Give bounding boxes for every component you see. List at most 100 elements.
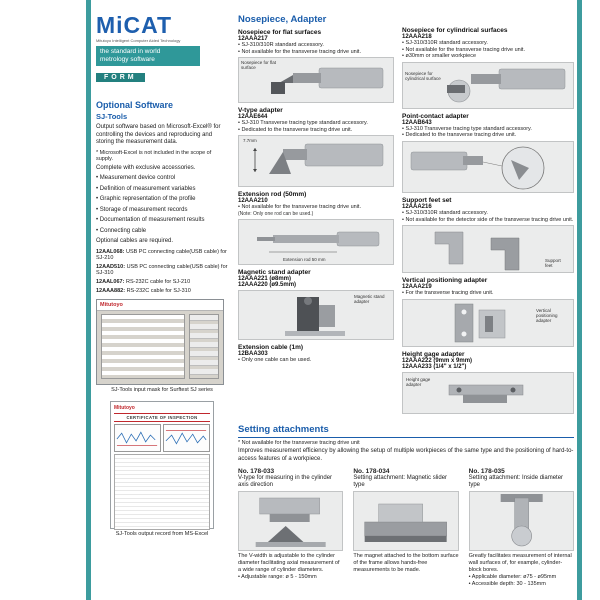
- photo-annotation: Vertical positioning adapter: [536, 307, 558, 324]
- product-item-nosepiece-cylindrical: Nosepiece for cylindrical surfaces 12AAA…: [402, 27, 574, 109]
- feature-item: • Connecting cable: [96, 227, 147, 234]
- cables-note: Optional cables are required.: [96, 238, 174, 245]
- sj-tools-section: Optional Software SJ-Tools Output softwa…: [96, 100, 228, 537]
- product-code: 12AAA220 (ø9.5mm): [238, 281, 297, 288]
- micat-brand-block: MiCAT Mitutoyo Intelligent Computer Aide…: [96, 14, 230, 84]
- setting-title: Setting attachment: Inside diameter type: [468, 475, 564, 489]
- product-bullet: • Dedicated to the transverse tracing dr…: [402, 132, 517, 139]
- profile-charts: [114, 424, 210, 453]
- setting-attachments-intro: Improves measurement efficiency by allow…: [238, 448, 574, 462]
- sj-tools-heading: SJ-Tools: [96, 112, 128, 121]
- product-code: 12AAA219: [402, 284, 432, 291]
- product-item-extension-rod: Extension rod (50mm) 12AAA210 • Not avai…: [238, 191, 394, 265]
- product-item-vertical-positioning-adapter: Vertical positioning adapter 12AAA219 • …: [402, 277, 574, 347]
- certificate-title: CERTIFICATE OF INSPECTION: [114, 413, 210, 423]
- photo-annotation: Magnetic stand adapter: [354, 293, 385, 305]
- cable-item: 12AAL068: USB PC connecting cable(USB ca…: [96, 249, 228, 262]
- sj-tools-intro: Output software based on Microsoft-Excel…: [96, 124, 221, 145]
- form-badge: FORM: [96, 73, 145, 83]
- input-mask-caption: SJ-Tools input mask for Surftest SJ seri…: [111, 387, 213, 394]
- model-number: No. 178-033: [238, 468, 275, 475]
- product-bullet: • SJ-310/310R standard accessory.: [402, 209, 488, 216]
- support-feet-photo: Support feet: [402, 225, 574, 274]
- setting-description: The magnet attached to the bottom surfac…: [353, 553, 459, 574]
- adapter-column-2: Nosepiece for cylindrical surfaces 12AAA…: [402, 14, 574, 418]
- height-gage-adapter-photo: Height gage adapter: [402, 371, 574, 414]
- photo-annotation: Support feet: [545, 257, 561, 268]
- nosepiece-cylindrical-photo: Nosepiece for cylindrical surface: [402, 61, 574, 109]
- product-bullet: • SJ-310 Transverse tracing type standar…: [402, 125, 532, 132]
- product-code: 12AAA217: [238, 36, 268, 42]
- setting-attachments-heading: Setting attachments: [238, 424, 574, 438]
- product-item-support-feet-set: Support feet set 12AAA216 • SJ-310/310R …: [402, 197, 574, 274]
- cable-code: 12AAL067:: [96, 279, 125, 286]
- tagline-line2: metrology software: [100, 56, 155, 64]
- page-edge-strip-left: [86, 0, 91, 600]
- product-title: Magnetic stand adapter: [238, 268, 311, 276]
- output-record-caption: SJ-Tools output record from MS-Excel: [115, 531, 209, 538]
- profile-chart: [114, 424, 161, 453]
- point-contact-adapter-photo: [402, 140, 574, 193]
- setting-item-178-034: No. 178-034 Setting attachment: Magnetic…: [353, 468, 459, 587]
- product-item-v-type-adapter: V-type adapter 12AAE644 • SJ-310 Transve…: [238, 107, 394, 188]
- micat-logo: MiCAT: [96, 12, 173, 38]
- product-note: (Note: Only one rod can be used.): [238, 210, 314, 217]
- cable-text: USB PC connecting cable(USB cable) for S…: [96, 263, 228, 277]
- photo-annotation: 7.7mm: [243, 138, 257, 144]
- optional-software-heading: Optional Software: [96, 100, 174, 110]
- product-bullet: • For the transverse tracing drive unit.: [402, 290, 494, 297]
- input-mask-fields: [101, 314, 185, 380]
- product-bullet: • SJ-310 Transverse tracing type standar…: [238, 120, 368, 127]
- setting-attachments-note: * Not available for the transverse traci…: [238, 440, 360, 446]
- cable-text: USB PC connecting cable(USB cable) for S…: [96, 248, 227, 262]
- mitutoyo-wordmark: Mitutoyo: [114, 405, 135, 412]
- cable-item: 12AAA882: RS-232C cable for SJ-310: [96, 288, 228, 295]
- sj-tools-input-mask-screenshot: Mitutoyo: [96, 299, 224, 386]
- setting-bullet: • Applicable diameter: ø75 - ø95mm: [468, 574, 557, 580]
- magnetic-slider-attachment-photo: [353, 491, 459, 552]
- product-item-extension-cable: Extension cable (1m) 12BAA303 • Only one…: [238, 344, 394, 364]
- feature-list: • Measurement device control • Definitio…: [96, 175, 228, 235]
- product-bullet: • Not available for the transverse traci…: [402, 46, 525, 53]
- photo-annotation: Nosepiece for cylindrical surface: [405, 70, 441, 81]
- feature-item: • Measurement device control: [96, 175, 176, 182]
- product-title: Height gage adapter: [402, 350, 465, 358]
- product-title: Extension rod (50mm): [238, 191, 307, 199]
- cable-item: 12AAD510: USB PC connecting cable(USB ca…: [96, 264, 228, 277]
- setting-bullet: • Accessible depth: 30 - 135mm: [468, 580, 546, 587]
- setting-attachments-section: Setting attachments * Not available for …: [238, 424, 574, 587]
- product-item-point-contact-adapter: Point-contact adapter 12AAB643 • SJ-310 …: [402, 113, 574, 193]
- sj-tools-output-record-screenshot: Mitutoyo CERTIFICATE OF INSPECTION: [110, 401, 214, 531]
- micat-logo-subtext: Mitutoyo Intelligent Computer Aided Tech…: [96, 38, 181, 43]
- product-bullet: • Dedicated to the transverse tracing dr…: [238, 126, 353, 133]
- photo-annotation: Extension rod 50 mm: [283, 256, 326, 262]
- product-bullet: • Not available for the transverse traci…: [238, 204, 361, 211]
- setting-item-178-035: No. 178-035 Setting attachment: Inside d…: [468, 468, 574, 587]
- setting-title: V-type for measuring in the cylinder axi…: [238, 475, 333, 489]
- product-bullet: • Not available for the transverse traci…: [238, 48, 361, 55]
- extension-rod-photo: Extension rod 50 mm: [238, 218, 394, 265]
- setting-attachments-grid: No. 178-033 V-type for measuring in the …: [238, 468, 574, 587]
- cable-text: RS-232C cable for SJ-310: [125, 287, 191, 294]
- setting-description: Greatly facilitates measurement of inter…: [468, 553, 572, 574]
- product-title: Nosepiece for cylindrical surfaces: [402, 27, 508, 34]
- v-type-attachment-photo: [238, 491, 344, 552]
- v-type-adapter-photo: 7.7mm: [238, 135, 394, 188]
- input-mask-buttons: [189, 314, 219, 380]
- product-bullet: • Not available for the detector side of…: [402, 216, 574, 223]
- product-code: 12AAA233 (1/4" x 1/2"): [402, 363, 467, 370]
- inside-diameter-attachment-photo: [468, 491, 574, 552]
- product-code: 12AAA221 (ø8mm): [238, 275, 292, 282]
- cable-code: 12AAA882:: [96, 287, 126, 294]
- photo-annotation: Height gage adapter: [406, 376, 431, 387]
- setting-bullet: • Adjustable range: ø 5 - 150mm: [238, 574, 317, 580]
- setting-item-178-033: No. 178-033 V-type for measuring in the …: [238, 468, 344, 587]
- feature-item: • Storage of measurement records: [96, 206, 188, 213]
- results-table: [114, 454, 210, 531]
- photo-annotation: Nosepiece for flat surface: [241, 60, 277, 71]
- product-code: 12AAA216: [402, 203, 432, 210]
- product-code: 12AAA218: [402, 34, 432, 40]
- product-bullet: • SJ-310/310R standard accessory.: [238, 42, 324, 48]
- excel-note: * Microsoft-Excel is not included in the…: [96, 149, 212, 163]
